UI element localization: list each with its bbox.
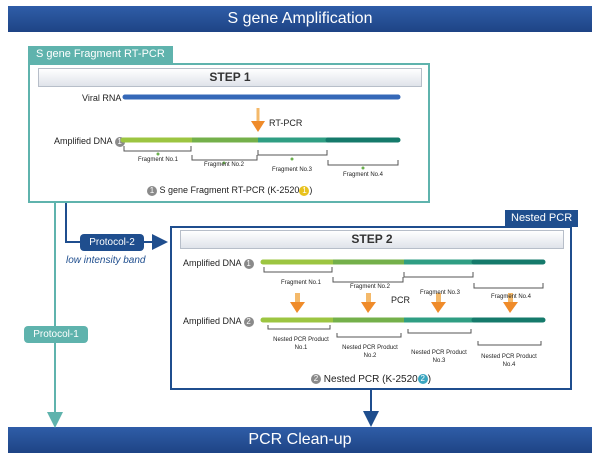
protocol2-note: low intensity band	[66, 255, 146, 266]
pcr-arrow-1-icon	[290, 302, 305, 313]
s2-amplified-dna-bottom: Amplified DNA 2	[183, 316, 254, 327]
s2-fragment-1: Fragment No.1	[280, 280, 322, 286]
pcr-arrow-2-icon	[361, 302, 376, 313]
s2-fragment-3: Fragment No.3	[419, 290, 461, 296]
s2-fragment-4: Fragment No.4	[490, 294, 532, 300]
s1-fragment-4: Fragment No.4	[342, 172, 384, 178]
product-1-badge-icon: 1	[299, 185, 310, 196]
protocol2-label: Protocol-2	[80, 234, 144, 251]
marker-2-icon: 2	[243, 316, 254, 327]
amplified-dna-label: Amplified DNA 1	[54, 136, 125, 147]
viral-rna-label: Viral RNA	[82, 93, 122, 103]
bottom-banner: PCR Clean-up	[8, 427, 592, 453]
s1-fragment-2: Fragment No.2	[203, 162, 245, 168]
product-2-badge-icon: 2	[417, 374, 428, 385]
s2-amplified-dna-top: Amplified DNA 1	[183, 258, 254, 269]
step1-title: STEP 1	[38, 68, 422, 87]
pcr-label: PCR	[391, 295, 411, 305]
protocol1-label: Protocol-1	[24, 326, 88, 343]
marker-1-icon: 1	[147, 185, 157, 196]
s2-fragment-2: Fragment No.2	[349, 284, 391, 290]
box1-tab: S gene Fragment RT-PCR	[28, 46, 173, 63]
rt-pcr-arrow-icon	[251, 121, 265, 132]
pcr-arrow-4-icon	[503, 302, 518, 313]
s1-fragment-3: Fragment No.3	[271, 167, 313, 173]
marker-1-icon: 1	[114, 136, 125, 147]
s1-fragment-1: Fragment No.1	[137, 157, 179, 163]
marker-1-icon: 1	[243, 258, 254, 269]
top-banner: S gene Amplification	[8, 6, 592, 32]
box2-tab: Nested PCR	[505, 210, 579, 227]
marker-2-icon: 2	[311, 374, 321, 385]
step2-title: STEP 2	[180, 230, 564, 249]
pcr-arrow-3-icon	[431, 302, 446, 313]
rt-pcr-label: RT-PCR	[269, 118, 303, 128]
